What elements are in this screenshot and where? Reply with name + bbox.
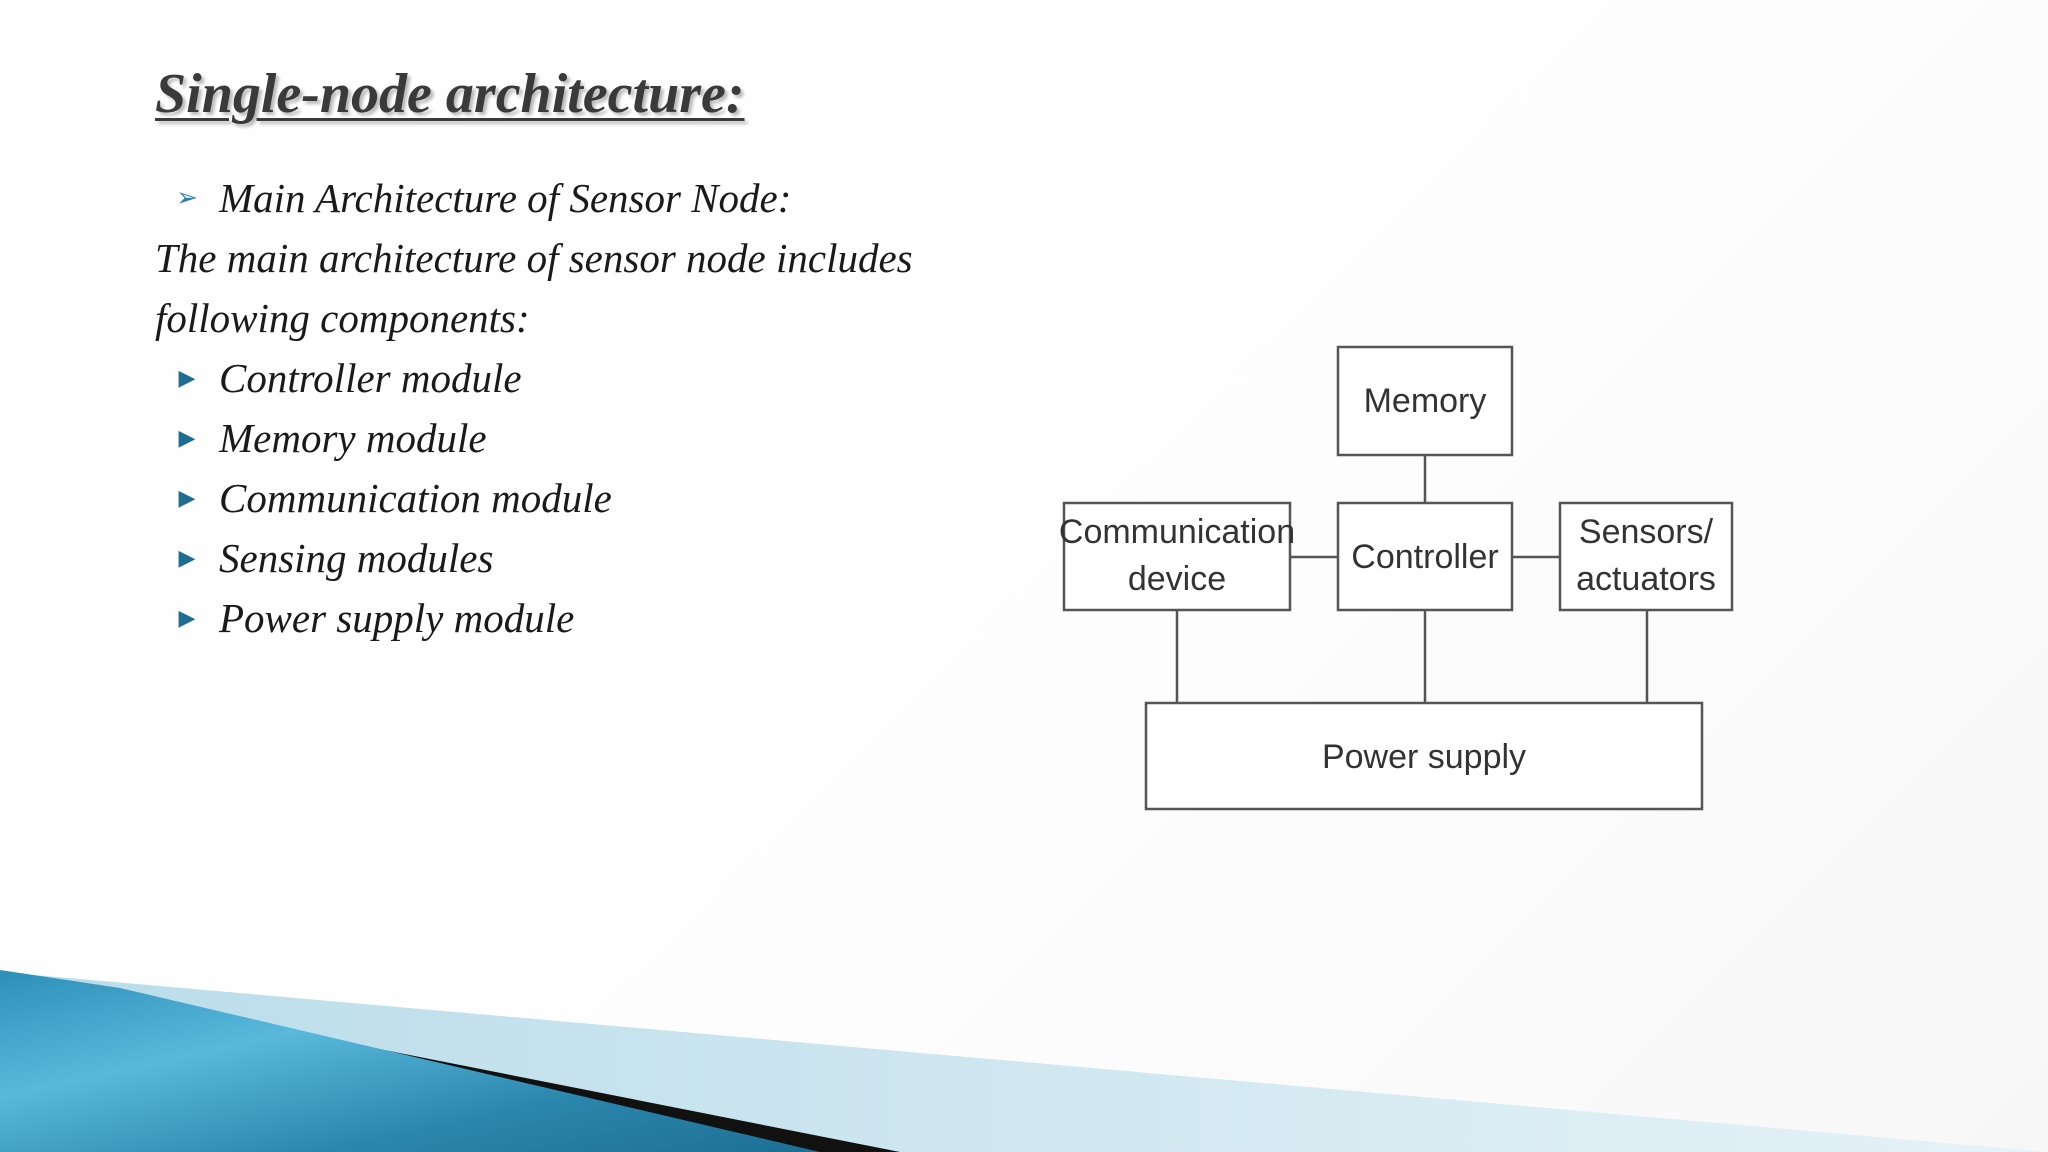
controller-box [1336,501,1514,612]
heading-bullet-line: ➢ Main Architecture of Sensor Node: [155,168,913,228]
footer-decoration [0,960,2048,1152]
list-item: ▶ Sensing modules [155,528,913,588]
list-item: ▶ Memory module [155,408,913,468]
list-item: ▶ Communication module [155,468,913,528]
list-item: ▶ Power supply module [155,588,913,648]
list-item-text: Communication module [219,475,612,521]
intro-line-2: following components: [155,295,530,341]
communication-label-line1: Communication [1059,513,1295,551]
list-item-text: Sensing modules [219,535,494,581]
communication-box [1062,501,1292,612]
triangle-bullet-icon: ▶ [178,485,196,510]
slide-title: Single-node architecture: [155,63,745,125]
memory-box [1336,345,1514,457]
triangle-bullet-icon: ▶ [178,365,196,390]
power-supply-box [1144,701,1704,811]
triangle-bullet-icon: ▶ [178,605,196,630]
heading-bullet-text: Main Architecture of Sensor Node: [219,175,792,221]
communication-label-line2: device [1128,560,1226,598]
list-item-text: Memory module [219,415,487,461]
sensor-node-diagram: Memory Communication device Controller S… [1050,335,1750,825]
triangle-bullet-icon: ▶ [178,545,196,570]
controller-label: Controller [1351,538,1498,576]
list-item: ▶ Controller module [155,348,913,408]
list-item-text: Power supply module [219,595,575,641]
memory-label: Memory [1364,382,1487,420]
power-supply-label: Power supply [1322,738,1526,776]
arrowhead-bullet-icon: ➢ [176,183,198,212]
slide-body: ➢ Main Architecture of Sensor Node: The … [155,168,913,648]
footer-blue-band [0,970,820,1152]
sensors-label-line1: Sensors/ [1579,513,1714,551]
triangle-bullet-icon: ▶ [178,425,196,450]
list-item-text: Controller module [219,355,522,401]
sensors-box [1558,501,1734,612]
intro-line-1: The main architecture of sensor node inc… [155,235,913,281]
sensors-label-line2: actuators [1576,560,1716,598]
